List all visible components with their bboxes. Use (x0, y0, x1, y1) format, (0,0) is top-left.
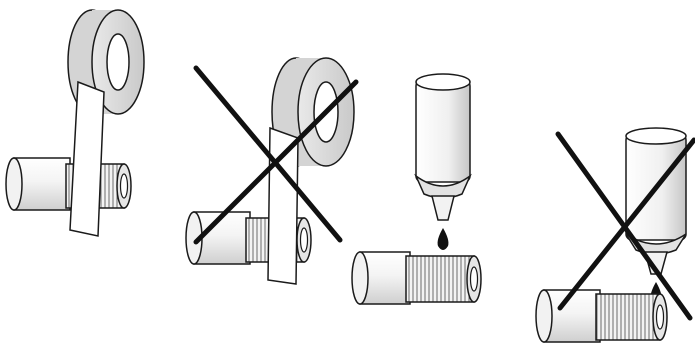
panel-tape-correct (5, 9, 145, 237)
cross-out-icon (193, 65, 359, 245)
tape-strip (267, 126, 299, 285)
tape-strip (69, 80, 105, 237)
sealant-bottle-icon (414, 73, 472, 221)
panel-liquid-correct (351, 73, 482, 305)
cross-out-icon (555, 131, 695, 321)
sealant-drop-icon (437, 228, 449, 250)
panel-tape-incorrect (185, 57, 359, 285)
sealant-bottle-icon (625, 127, 687, 275)
pipe-fitting-icon (535, 289, 668, 343)
panel-liquid-incorrect (535, 127, 695, 343)
pipe-fitting-icon (351, 251, 482, 305)
pipe-fitting-icon (5, 157, 132, 211)
